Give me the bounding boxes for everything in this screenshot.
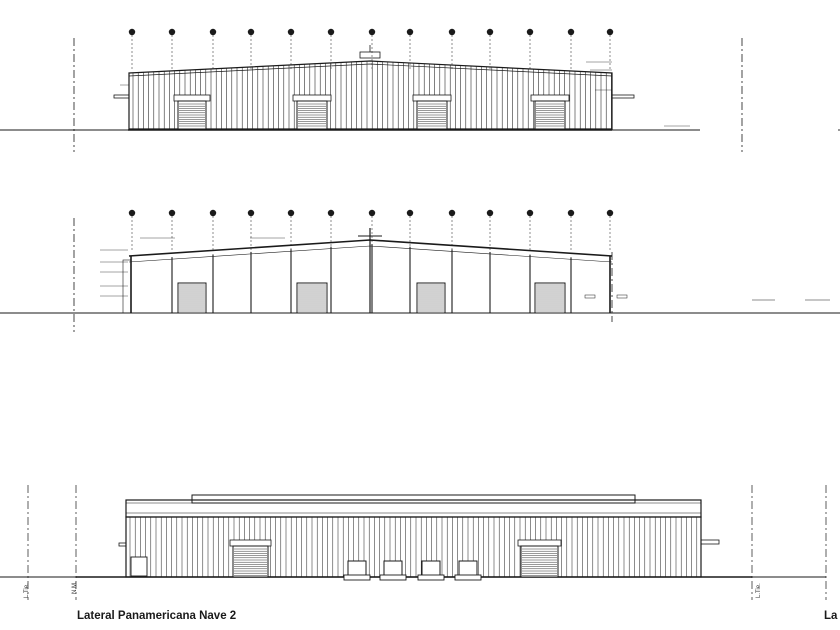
lower-wall	[125, 516, 702, 578]
lower-loading-dock	[383, 560, 403, 577]
lower-cladding	[129, 517, 698, 577]
middle-axis-bubble	[247, 209, 255, 217]
upper-side-pipe-left	[113, 94, 130, 99]
lower-door	[520, 545, 559, 578]
middle-axis-bubble	[567, 209, 575, 217]
middle-axis-bubble	[168, 209, 176, 217]
upper-axis-bubble	[247, 28, 255, 36]
middle-axis-bubble	[406, 209, 414, 217]
middle-axis-bubble	[287, 209, 295, 217]
middle-axis-bubble	[368, 209, 376, 217]
upper-axis-bubble	[448, 28, 456, 36]
upper-roof-band	[128, 63, 613, 77]
lower-loading-dock	[458, 560, 478, 577]
middle-axis-bubble	[526, 209, 534, 217]
upper-axis-bubble	[327, 28, 335, 36]
upper-axis-bubble	[406, 28, 414, 36]
elevation-caption-fragment: La	[824, 610, 838, 622]
lower-side-pipe	[700, 539, 720, 545]
upper-door-canopy	[292, 94, 332, 102]
lower-dock-bumper	[379, 574, 407, 581]
middle-axis-bubble	[448, 209, 456, 217]
upper-axis-bubble	[567, 28, 575, 36]
lower-door	[232, 545, 269, 578]
elevation-caption: Lateral Panamericana Nave 2	[77, 610, 237, 622]
level-label-right-1: L.Tie.	[756, 583, 762, 598]
lower-dock-bumper	[343, 574, 371, 581]
upper-axis-bubble	[526, 28, 534, 36]
lower-door-canopy	[517, 539, 562, 547]
upper-axis-bubble	[128, 28, 136, 36]
lateral-elevation	[0, 485, 827, 600]
upper-axis-bubble	[209, 28, 217, 36]
upper-side-pipe	[611, 94, 635, 99]
lower-parapet	[191, 494, 636, 504]
middle-door	[534, 282, 566, 314]
lower-side-pipe-left	[118, 542, 127, 547]
middle-door	[296, 282, 328, 314]
middle-axis-bubble	[486, 209, 494, 217]
lower-side-box	[130, 556, 148, 577]
front-elevation	[0, 28, 840, 152]
lower-loading-dock	[421, 560, 441, 577]
lower-dock-bumper	[417, 574, 445, 581]
level-label-left-3: N.M.	[72, 581, 78, 594]
upper-axis-bubble	[168, 28, 176, 36]
middle-axis-bubble	[128, 209, 136, 217]
upper-door-canopy	[530, 94, 570, 102]
lower-dock-bumper	[454, 574, 482, 581]
upper-ridge-vent	[359, 51, 381, 59]
middle-wall-hatch	[122, 259, 132, 314]
lower-door-canopy	[229, 539, 272, 547]
upper-axis-bubble	[368, 28, 376, 36]
lower-loading-dock	[347, 560, 367, 577]
middle-level-tag	[616, 294, 628, 299]
cross-section	[0, 209, 840, 332]
middle-axis-bubble	[606, 209, 614, 217]
upper-axis-bubble	[606, 28, 614, 36]
middle-level-tag	[584, 294, 596, 299]
upper-building-outline	[128, 60, 613, 130]
middle-axis-bubble	[327, 209, 335, 217]
middle-door	[177, 282, 207, 314]
upper-door-canopy	[412, 94, 452, 102]
level-label-left-1: L.Tie.	[24, 583, 30, 598]
upper-axis-bubble	[486, 28, 494, 36]
middle-axis-bubble	[209, 209, 217, 217]
middle-door	[416, 282, 446, 314]
upper-door-canopy	[173, 94, 211, 102]
upper-axis-bubble	[287, 28, 295, 36]
